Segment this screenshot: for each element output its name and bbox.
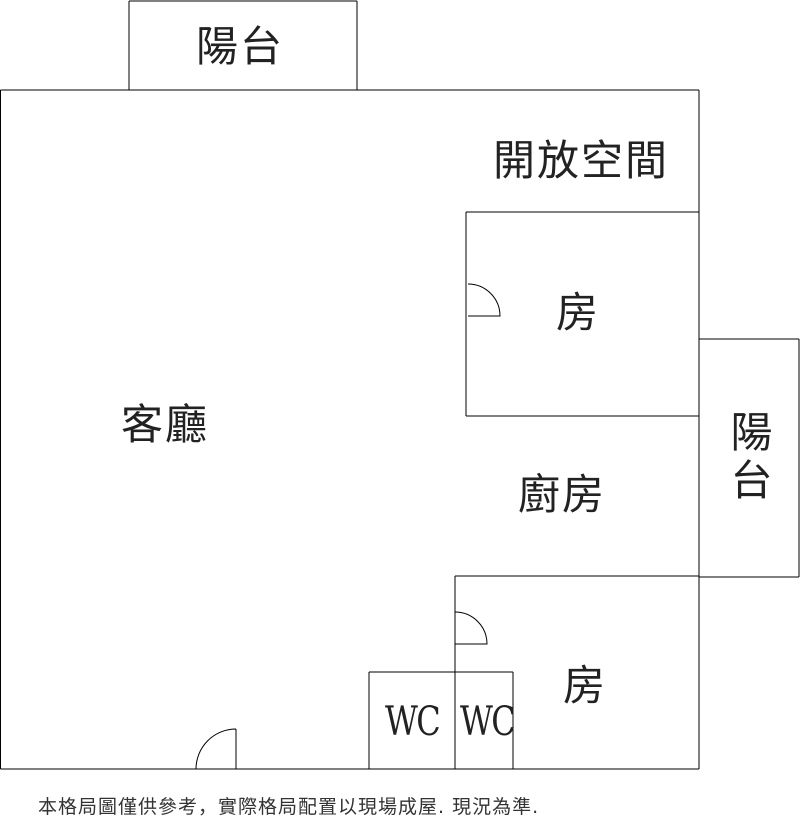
wc-2-label: WC: [460, 699, 516, 745]
bedroom-2-label: 房: [563, 661, 608, 710]
bedroom-1-walls: [465, 211, 699, 417]
disclaimer-text: 本格局圖僅供參考，實際格局配置以現場成屋. 現況為準.: [38, 796, 540, 818]
door-swing-bedroom-2: [454, 611, 488, 645]
bedroom-1-label: 房: [556, 288, 601, 337]
door-swing-entrance: [195, 728, 237, 770]
wc-walls: [368, 671, 514, 769]
living-room-label: 客廳: [121, 400, 210, 449]
wc-1-label: WC: [385, 699, 441, 745]
kitchen-label: 廚房: [518, 470, 607, 519]
outer-walls: [0, 89, 700, 770]
balcony-top-walls: [128, 0, 358, 90]
balcony-right-label: 陽台: [724, 410, 773, 506]
balcony-right-walls: [699, 338, 800, 578]
open-space-label: 開放空間: [493, 136, 670, 185]
balcony-top-label: 陽台: [196, 22, 285, 71]
door-swing-bedroom-1: [467, 283, 501, 317]
